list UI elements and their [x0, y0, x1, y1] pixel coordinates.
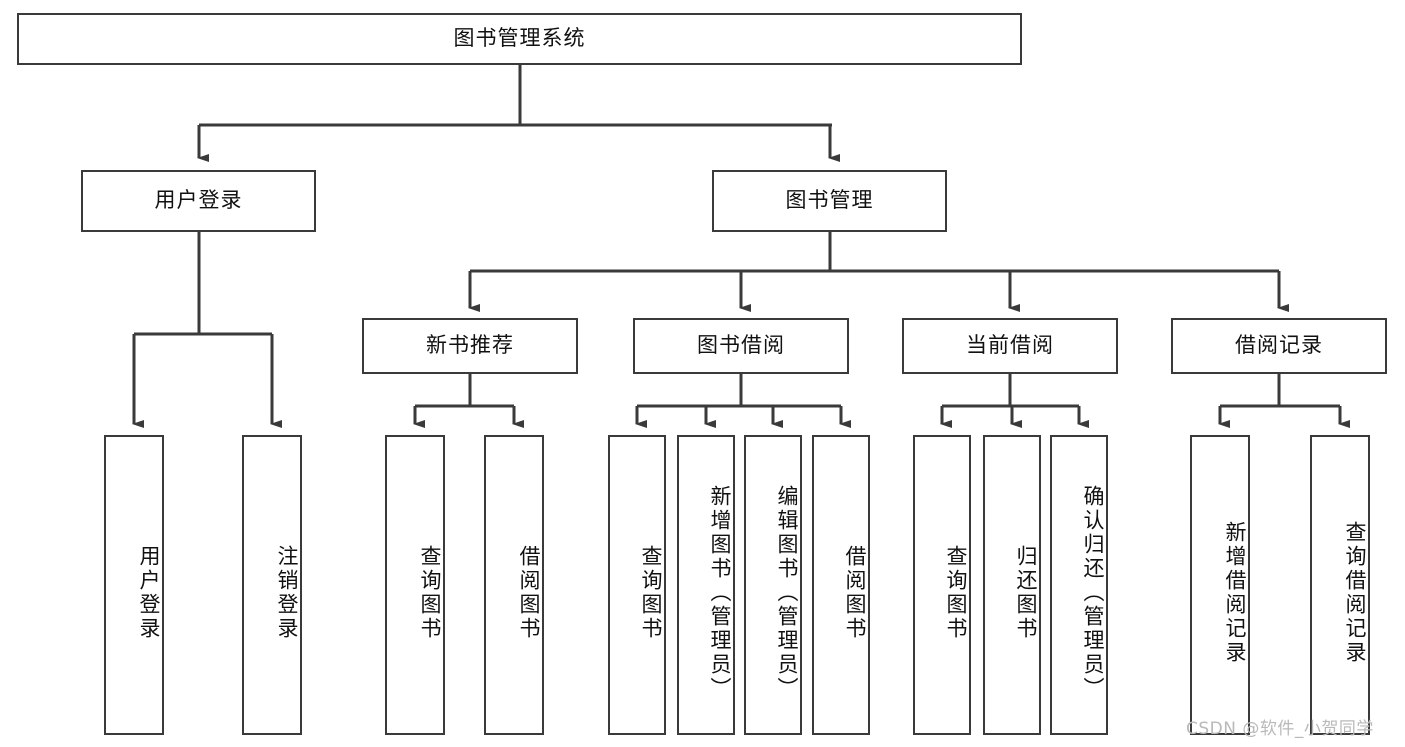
node-label: 借阅图书 — [843, 545, 867, 641]
node-user-login[interactable]: 用户登录 — [81, 170, 316, 232]
node-new-book-recommend[interactable]: 新书推荐 — [362, 318, 578, 374]
leaf-logout[interactable]: 注销登录 — [242, 435, 302, 735]
node-borrow-records[interactable]: 借阅记录 — [1171, 318, 1387, 374]
leaf-query-book-current[interactable]: 查询图书 — [913, 435, 971, 735]
leaf-return-book[interactable]: 归还图书 — [983, 435, 1041, 735]
node-label: 查询图书 — [944, 545, 968, 641]
leaf-borrow-book[interactable]: 借阅图书 — [812, 435, 870, 735]
node-label: 归还图书 — [1014, 545, 1038, 641]
node-label: 用户登录 — [154, 188, 243, 213]
node-label: 新增借阅记录 — [1223, 521, 1247, 665]
node-current-borrow[interactable]: 当前借阅 — [902, 318, 1118, 374]
csdn-watermark: CSDN @软件_小贺同学 — [1186, 719, 1374, 739]
leaf-query-borrow-record[interactable]: 查询借阅记录 — [1310, 435, 1370, 735]
node-label: 借阅图书 — [517, 545, 541, 641]
node-label: 编辑图书（管理员） — [775, 485, 799, 701]
node-label: 图书管理系统 — [453, 26, 586, 51]
node-label: 图书借阅 — [697, 333, 785, 358]
node-label: 查询借阅记录 — [1343, 521, 1367, 665]
node-label: 借阅记录 — [1235, 333, 1323, 358]
leaf-add-book-admin[interactable]: 新增图书（管理员） — [677, 435, 735, 735]
node-label: 当前借阅 — [966, 333, 1054, 358]
leaf-edit-book-admin[interactable]: 编辑图书（管理员） — [744, 435, 802, 735]
leaf-add-borrow-record[interactable]: 新增借阅记录 — [1190, 435, 1250, 735]
node-label: 新书推荐 — [426, 333, 514, 358]
node-label: 确认归还（管理员） — [1081, 485, 1105, 701]
leaf-user-login[interactable]: 用户登录 — [104, 435, 164, 735]
node-label: 注销登录 — [275, 545, 299, 641]
leaf-query-book-borrow[interactable]: 查询图书 — [608, 435, 666, 735]
leaf-confirm-return-admin[interactable]: 确认归还（管理员） — [1050, 435, 1108, 735]
node-label: 查询图书 — [418, 545, 442, 641]
node-book-management[interactable]: 图书管理 — [712, 170, 947, 232]
leaf-borrow-book-recommend[interactable]: 借阅图书 — [484, 435, 544, 735]
node-label: 新增图书（管理员） — [708, 485, 732, 701]
node-label: 图书管理 — [785, 188, 874, 213]
node-label: 查询图书 — [639, 545, 663, 641]
node-root[interactable]: 图书管理系统 — [17, 13, 1022, 65]
node-book-borrow[interactable]: 图书借阅 — [633, 318, 849, 374]
node-label: 用户登录 — [137, 545, 161, 641]
leaf-query-book-recommend[interactable]: 查询图书 — [385, 435, 445, 735]
